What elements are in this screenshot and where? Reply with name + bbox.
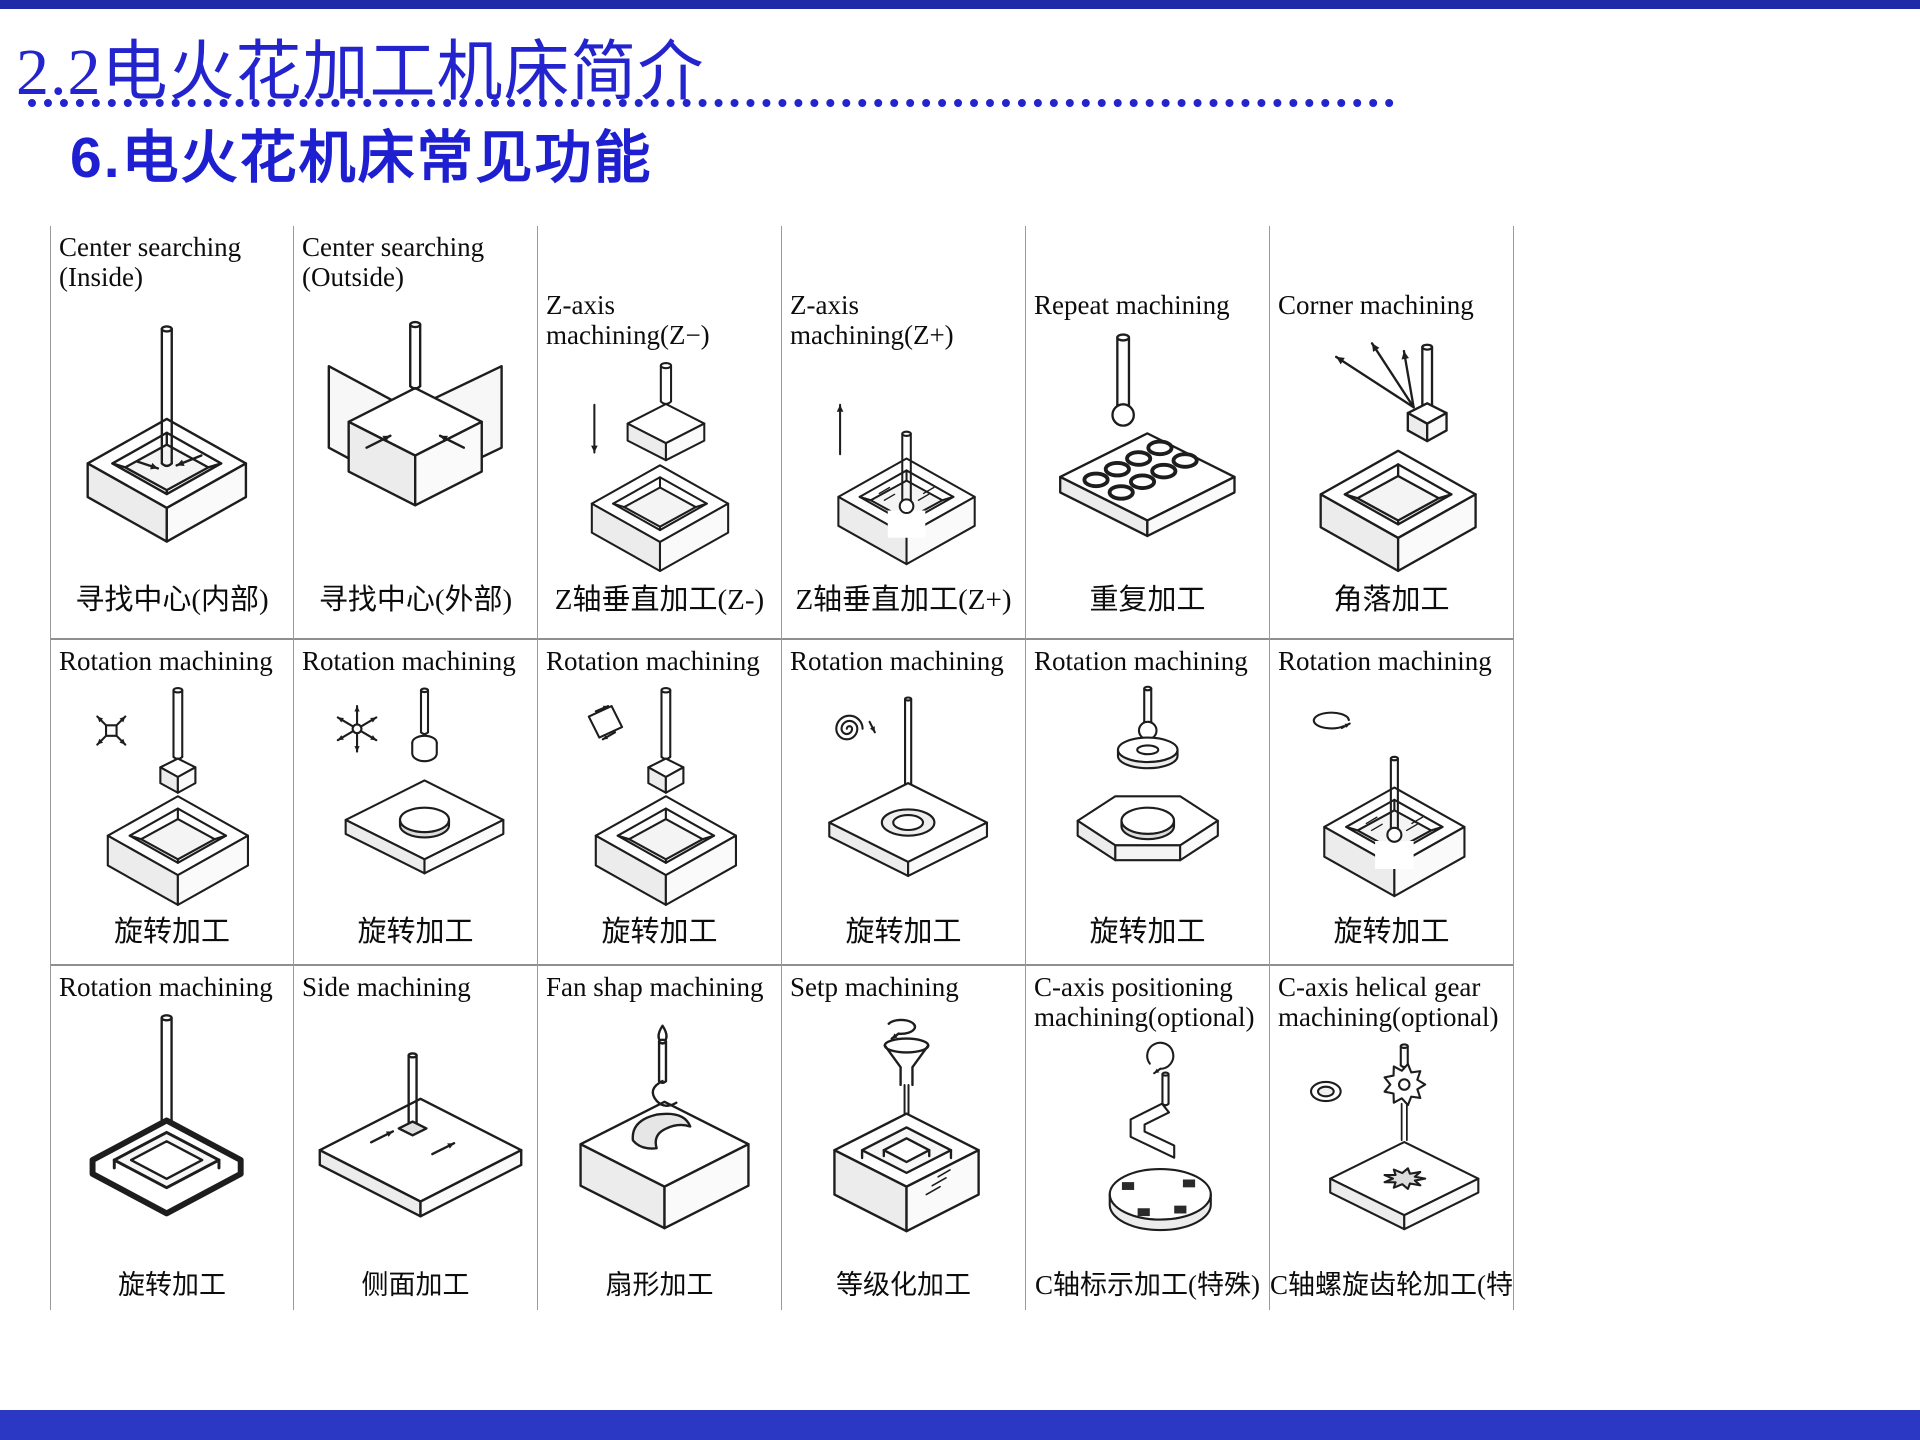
- cell-label-zh: 旋转加工: [113, 916, 230, 948]
- grid-cell-center-searching-outside: Center searching (Outside) 寻找中心(外部): [294, 226, 538, 640]
- cell-label-zh: Z轴垂直加工(Z-): [554, 584, 765, 616]
- grid-cell-rotation-spiral: Rotation machining 旋转加工: [782, 640, 1026, 966]
- cell-label-en: Center searching (Outside): [302, 232, 485, 293]
- cell-label-zh: 重复加工: [1089, 584, 1206, 616]
- cell-label-en: Rotation machining: [59, 646, 273, 676]
- page-title: 2.2电火花加工机床简介: [16, 36, 705, 109]
- grid-cell-rotation-hex: Rotation machining 旋转加工: [50, 966, 294, 1310]
- cell-label-zh: C轴螺旋齿轮加工(特殊): [1270, 1270, 1513, 1300]
- step-machining-icon: [782, 1002, 1025, 1263]
- cell-label-en: Z-axis machining(Z−): [546, 290, 710, 351]
- grid-cell-rotation-plate: Rotation machining 旋转加工: [538, 640, 782, 966]
- grid-cell-c-axis-helical-gear: C-axis helical gear machining(optional) C…: [1270, 966, 1514, 1310]
- function-grid: Center searching (Inside)寻找中心(内部)Center …: [50, 226, 1514, 1310]
- cell-label-en: Z-axis machining(Z+): [790, 290, 954, 351]
- cell-label-zh: 寻找中心(外部): [318, 584, 513, 616]
- center-searching-outside-icon: [294, 292, 537, 576]
- grid-cell-side-machining: Side machining 侧面加工: [294, 966, 538, 1310]
- center-searching-inside-icon: [51, 292, 293, 576]
- cell-label-zh: 寻找中心(内部): [75, 584, 269, 616]
- grid-cell-z-axis-plus: Z-axis machining(Z+) Z轴垂直加工(Z+): [782, 226, 1026, 640]
- repeat-machining-icon: [1026, 320, 1269, 576]
- c-axis-helical-gear-icon: [1270, 1032, 1513, 1263]
- grid-cell-rotation-disc: Rotation machining 旋转加工: [1026, 640, 1270, 966]
- cell-label-en: Rotation machining: [1278, 646, 1492, 676]
- grid-cell-rotation-cavity: Rotation machining 旋转加工: [1270, 640, 1514, 966]
- cell-label-en: C-axis positioning machining(optional): [1034, 972, 1255, 1033]
- cell-label-zh: 旋转加工: [357, 916, 474, 948]
- z-axis-minus-icon: [538, 350, 781, 576]
- grid-cell-c-axis-positioning: C-axis positioning machining(optional) C轴…: [1026, 966, 1270, 1310]
- cell-label-en: Setp machining: [790, 972, 959, 1002]
- bottom-bar: [0, 1410, 1920, 1440]
- rotation-disc-icon: [1026, 676, 1269, 908]
- cell-label-zh: C轴标示加工(特殊): [1035, 1270, 1260, 1300]
- cell-label-zh: 角落加工: [1333, 584, 1450, 616]
- title-underline: [28, 99, 1394, 107]
- cell-label-en: Rotation machining: [546, 646, 760, 676]
- cell-label-en: Rotation machining: [302, 646, 516, 676]
- cell-label-en: Rotation machining: [59, 972, 273, 1002]
- fan-shape-icon: [538, 1002, 781, 1263]
- cell-label-zh: Z轴垂直加工(Z+): [795, 584, 1012, 616]
- rotation-spiral-icon: [782, 676, 1025, 908]
- cell-label-zh: 旋转加工: [1089, 916, 1206, 948]
- cell-label-zh: 旋转加工: [601, 916, 718, 948]
- grid-cell-step-machining: Setp machining 等级化加工: [782, 966, 1026, 1310]
- cell-label-zh: 旋转加工: [1333, 916, 1450, 948]
- cell-label-en: Side machining: [302, 972, 471, 1002]
- c-axis-positioning-icon: [1026, 1032, 1269, 1263]
- cell-label-en: Fan shap machining: [546, 972, 764, 1002]
- rotation-star-icon: [294, 676, 537, 908]
- grid-cell-rotation-star: Rotation machining 旋转加工: [294, 640, 538, 966]
- grid-cell-rotation-cross: Rotation machining 旋转加工: [50, 640, 294, 966]
- top-bar: [0, 0, 1920, 9]
- rotation-plate-icon: [538, 676, 781, 908]
- grid-cell-repeat-machining: Repeat machining 重复加工: [1026, 226, 1270, 640]
- section-title: 6.电火花机床常见功能: [70, 126, 653, 190]
- z-axis-plus-icon: [782, 350, 1025, 576]
- cell-label-zh: 旋转加工: [845, 916, 962, 948]
- cell-label-en: Repeat machining: [1034, 290, 1230, 320]
- cell-label-zh: 旋转加工: [118, 1270, 226, 1300]
- cell-label-en: C-axis helical gear machining(optional): [1278, 972, 1499, 1033]
- cell-label-zh: 等级化加工: [836, 1270, 971, 1300]
- side-machining-icon: [294, 1002, 537, 1263]
- cell-label-en: Corner machining: [1278, 290, 1474, 320]
- grid-cell-fan-shape: Fan shap machining 扇形加工: [538, 966, 782, 1310]
- grid-cell-center-searching-inside: Center searching (Inside) 寻找中心(内部): [50, 226, 294, 640]
- grid-cell-corner-machining: Corner machining 角落加工: [1270, 226, 1514, 640]
- rotation-cavity-icon: [1270, 676, 1513, 908]
- cell-label-en: Center searching (Inside): [59, 232, 242, 293]
- cell-label-en: Rotation machining: [1034, 646, 1248, 676]
- rotation-hex-icon: [51, 1002, 293, 1263]
- grid-cell-z-axis-minus: Z-axis machining(Z−) Z轴垂直加工(Z-): [538, 226, 782, 640]
- cell-label-zh: 侧面加工: [361, 1270, 470, 1300]
- cell-label-zh: 扇形加工: [605, 1270, 714, 1300]
- rotation-cross-icon: [51, 676, 293, 908]
- cell-label-en: Rotation machining: [790, 646, 1004, 676]
- corner-machining-icon: [1270, 320, 1513, 576]
